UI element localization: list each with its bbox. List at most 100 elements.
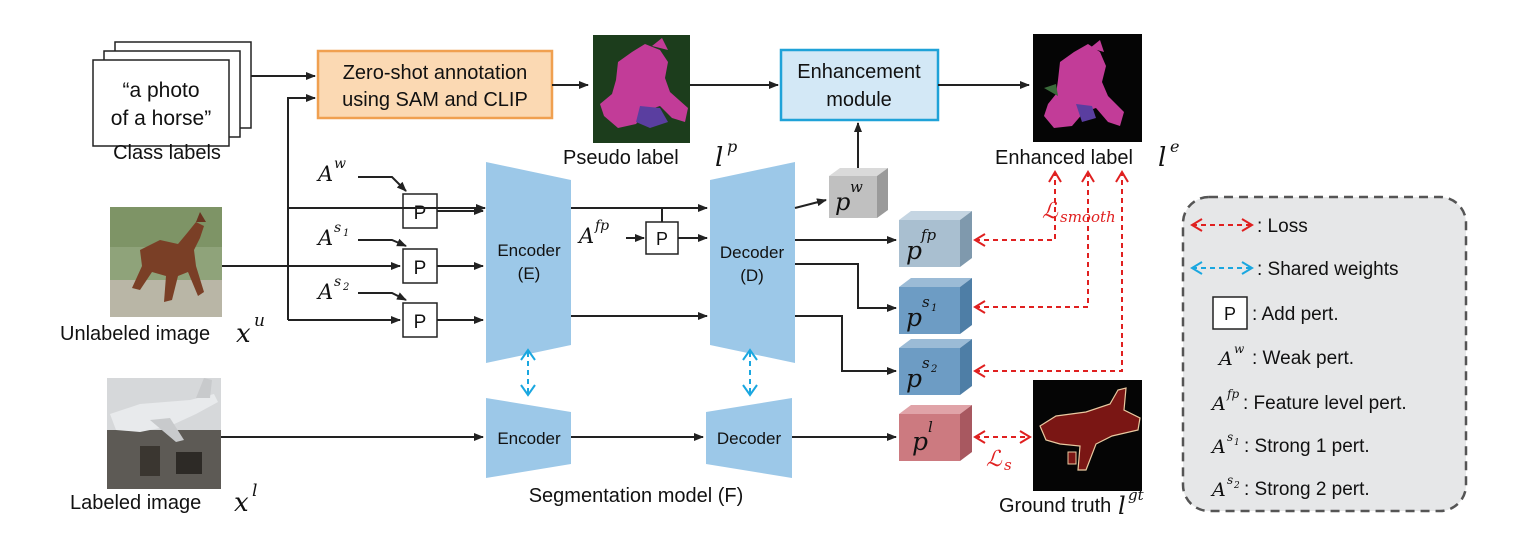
- svg-text:w: w: [334, 156, 346, 172]
- pl-cube: p l: [899, 405, 972, 461]
- svg-text:s: s: [334, 220, 341, 236]
- svg-text:s: s: [334, 274, 341, 290]
- enhancement-line2: module: [826, 89, 892, 111]
- svg-text:s: s: [1227, 473, 1233, 487]
- svg-text:l: l: [1118, 492, 1126, 520]
- pseudo-label-image: [593, 35, 690, 143]
- encoder-e-label-line2: (E): [518, 264, 541, 283]
- class-label-cards: “a photo of a horse”: [92, 41, 252, 147]
- svg-text:P: P: [1224, 304, 1236, 324]
- svg-text:p: p: [727, 137, 737, 156]
- svg-text:P: P: [414, 312, 427, 333]
- svg-text:p: p: [835, 188, 850, 216]
- unlabeled-image-caption: Unlabeled image x u: [60, 311, 265, 349]
- loss-smooth-label: ℒ smooth: [1042, 199, 1116, 226]
- loss-s-label: ℒ s: [986, 447, 1012, 474]
- svg-text:e: e: [1170, 137, 1179, 156]
- svg-text:s: s: [922, 354, 930, 372]
- pert-box-w: P: [402, 193, 438, 229]
- class-card-text-line1: “a photo: [122, 79, 199, 102]
- zero-shot-line1: Zero-shot annotation: [343, 62, 528, 84]
- svg-text:w: w: [850, 178, 863, 196]
- svg-text:p: p: [906, 364, 922, 393]
- svg-text:s: s: [1004, 456, 1012, 474]
- encoder-e-label-line1: Encoder: [497, 241, 561, 260]
- svg-text:: Feature level pert.: : Feature level pert.: [1243, 393, 1407, 414]
- svg-text:x: x: [234, 488, 249, 518]
- legend-shared-row: : Shared weights: [1190, 259, 1399, 280]
- legend-loss-row: : Loss: [1190, 216, 1308, 237]
- svg-text:ℒ: ℒ: [986, 447, 1003, 472]
- flow-connectors: [221, 72, 1030, 441]
- zero-shot-line2: using SAM and CLIP: [342, 89, 528, 111]
- decoder-d-trapezoid: [710, 162, 795, 363]
- svg-text:l: l: [715, 143, 723, 173]
- svg-text:A: A: [577, 224, 594, 248]
- legend-feature-row: A fp : Feature level pert.: [1210, 387, 1407, 415]
- svg-text:: Loss: : Loss: [1257, 216, 1308, 237]
- svg-text:s: s: [1227, 430, 1233, 444]
- svg-text:: Shared weights: : Shared weights: [1257, 259, 1399, 280]
- afp-label: A fp: [577, 218, 609, 248]
- svg-text:A: A: [1210, 393, 1226, 415]
- svg-text:2: 2: [1233, 481, 1240, 491]
- labeled-image: [107, 378, 221, 489]
- svg-text:: Weak pert.: : Weak pert.: [1252, 348, 1354, 369]
- svg-text:P: P: [414, 203, 427, 224]
- svg-text:Ground truth: Ground truth: [999, 495, 1111, 517]
- svg-text:Enhanced label: Enhanced label: [995, 147, 1133, 169]
- ps2-cube: p s 2: [899, 339, 972, 395]
- svg-text:p: p: [906, 236, 922, 265]
- svg-text:A: A: [316, 280, 333, 304]
- decoder-bottom-trapezoid: [706, 398, 792, 478]
- svg-text:: Add pert.: : Add pert.: [1252, 304, 1339, 325]
- svg-text:A: A: [316, 162, 333, 186]
- svg-text:: Strong 2 pert.: : Strong 2 pert.: [1244, 479, 1370, 500]
- pseudo-label-caption: Pseudo label l p: [563, 137, 737, 173]
- pert-box-s1: P: [402, 248, 438, 284]
- svg-text:l: l: [252, 481, 257, 501]
- svg-text:A: A: [1217, 348, 1233, 370]
- svg-text:l: l: [928, 418, 933, 436]
- svg-text:fp: fp: [920, 226, 937, 244]
- zero-shot-annotation-box: [316, 49, 554, 120]
- svg-text:Pseudo label: Pseudo label: [563, 147, 679, 169]
- svg-text:A: A: [1210, 436, 1226, 458]
- svg-text:: Strong 1 pert.: : Strong 1 pert.: [1244, 436, 1370, 457]
- ground-truth-image: [1033, 380, 1142, 491]
- svg-text:Labeled image: Labeled image: [70, 492, 201, 514]
- svg-text:gt: gt: [1128, 486, 1145, 504]
- svg-text:A: A: [1210, 479, 1226, 501]
- ps1-cube: p s 1: [899, 278, 972, 334]
- svg-text:smooth: smooth: [1060, 208, 1116, 226]
- encoder-e-trapezoid: [486, 162, 571, 363]
- unlabeled-image: [110, 207, 222, 317]
- svg-text:1: 1: [931, 303, 937, 314]
- pert-box-s2: P: [402, 302, 438, 338]
- decoder-bottom-label: Decoder: [717, 429, 782, 448]
- svg-text:2: 2: [930, 364, 937, 375]
- svg-text:fp: fp: [594, 218, 609, 234]
- labeled-image-caption: Labeled image x l: [70, 481, 257, 518]
- decoder-d-label-line2: (D): [740, 266, 764, 285]
- legend-weak-row: A w : Weak pert.: [1217, 342, 1354, 370]
- as2-label: A s 2: [316, 274, 349, 304]
- svg-text:w: w: [1234, 342, 1245, 356]
- pfp-cube: p fp: [899, 211, 972, 267]
- svg-text:fp: fp: [1226, 387, 1239, 401]
- legend-strong2-row: A s 2 : Strong 2 pert.: [1210, 473, 1370, 501]
- class-card-text-line2: of a horse”: [111, 107, 211, 130]
- svg-text:2: 2: [342, 282, 349, 293]
- encoder-bottom-label: Encoder: [497, 429, 561, 448]
- segmentation-model-caption: Segmentation model (F): [529, 485, 744, 507]
- svg-text:s: s: [922, 293, 930, 311]
- svg-text:A: A: [316, 226, 333, 250]
- loss-arrows: [975, 172, 1123, 438]
- enhancement-line1: Enhancement: [797, 61, 921, 83]
- svg-text:P: P: [414, 258, 427, 279]
- legend-add-pert-row: P : Add pert.: [1212, 296, 1339, 330]
- legend: : Loss : Shared weights P : Add pert. A …: [1181, 195, 1468, 513]
- svg-text:p: p: [912, 427, 928, 456]
